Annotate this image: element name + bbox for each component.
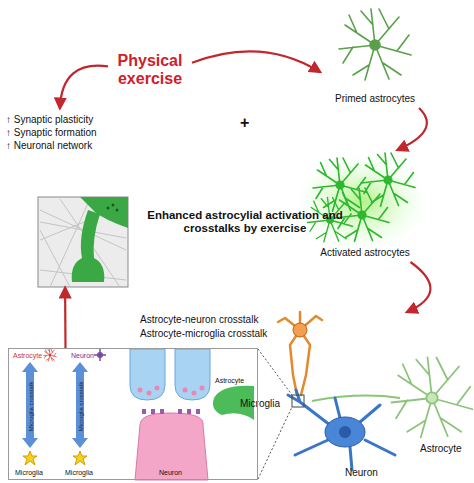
inset-label: Astrocyte [13, 352, 53, 360]
neuron-body [325, 417, 365, 447]
vesicles [138, 386, 205, 396]
inset-label: Microglia [15, 469, 55, 477]
microglia-icon [73, 451, 87, 465]
inset-label: Microglia [65, 469, 105, 477]
edge-label: + [240, 114, 256, 132]
primed-astrocyte-node: Primed astrocytes [320, 5, 430, 108]
presynaptic-terminal [130, 349, 165, 400]
inset-label: Astrocyte [215, 377, 257, 385]
cell-label: Microglia [240, 398, 300, 410]
flow-arrow [192, 51, 320, 72]
synaptic-outcome-node: ↑ Synaptic plasticity↑ Synaptic formatio… [4, 108, 134, 288]
neuron-nucleus [339, 426, 351, 438]
vesicle [192, 391, 197, 396]
exercise-node: Physical exercise [108, 52, 192, 88]
postsynaptic-neuron [135, 413, 208, 480]
synapse-image-frame [38, 197, 128, 287]
microglia-process [278, 312, 322, 395]
flow-arrow [60, 66, 108, 108]
crosstalk-inset-box: AstrocyteNeuronMicroglia crosstalkMicrog… [8, 348, 258, 480]
receptor [142, 409, 146, 414]
cell-label: Astrocyte [420, 443, 474, 455]
crosstalk-label: Astrocyte-microglia crosstalk [140, 328, 290, 340]
crosstalk-label: Astrocyte-neuron crosstalk [140, 314, 290, 326]
vesicle [138, 388, 143, 393]
receptor [187, 409, 191, 414]
receptor [196, 409, 200, 414]
receptor [178, 409, 182, 414]
cell-label: Neuron [345, 467, 405, 479]
activated-astrocyte-node: Activated astrocytes [300, 150, 430, 262]
presynaptic-terminal [175, 349, 210, 400]
dendritic-spine [72, 210, 105, 282]
inset-label: Neuron [159, 469, 199, 477]
outcome-text: ↑ Synaptic plasticity [6, 114, 134, 126]
crosstalk-arrow [22, 362, 38, 448]
crosstalk-arrow [72, 362, 88, 448]
microglia-body [293, 323, 307, 337]
zoom-leader [258, 349, 292, 479]
node-label: Activated astrocytes [300, 247, 430, 259]
outcome-text: ↑ Synaptic formation [6, 127, 134, 139]
flow-arrow [398, 108, 427, 150]
node-title: Physical exercise [108, 52, 192, 89]
primed-astrocyte [339, 9, 411, 80]
vesicle [200, 386, 205, 391]
node-label: Primed astrocytes [320, 93, 430, 105]
vertical-label: Microglia crosstalk [28, 364, 35, 448]
vesicle-dot [112, 204, 115, 207]
receptor [151, 409, 155, 414]
flow-arrow [64, 288, 67, 348]
vesicle-dot [107, 207, 110, 210]
flow-arrow [407, 262, 430, 312]
activated-astrocyte [361, 153, 415, 206]
astrocyte-icon [44, 349, 57, 361]
vertical-label: Microglia crosstalk [78, 364, 85, 448]
neuron-icon [97, 352, 103, 358]
vesicle [155, 386, 160, 391]
outcome-text: ↑ Neuronal network [6, 140, 134, 152]
inset-background [8, 348, 258, 480]
activated-astrocyte [335, 188, 389, 241]
microglia-icon [23, 451, 37, 465]
astrocyte-process [312, 396, 400, 401]
activated-astrocyte [313, 158, 367, 211]
neuron-icon [94, 349, 106, 361]
inset-label: Neuron [71, 352, 105, 360]
scene-astrocyte [392, 358, 473, 438]
receptor [160, 409, 164, 414]
vesicle-dot [116, 209, 119, 212]
neuron-dendrite [288, 390, 395, 470]
activation-glow [296, 154, 428, 250]
receptors [142, 409, 200, 414]
vesicle [147, 391, 152, 396]
center-caption: Enhanced astrocylial activation and cros… [130, 209, 360, 235]
zoom-box [292, 395, 304, 407]
vesicle [183, 388, 188, 393]
cell-scene-node: MicrogliaAstrocyteNeuron [235, 312, 474, 483]
